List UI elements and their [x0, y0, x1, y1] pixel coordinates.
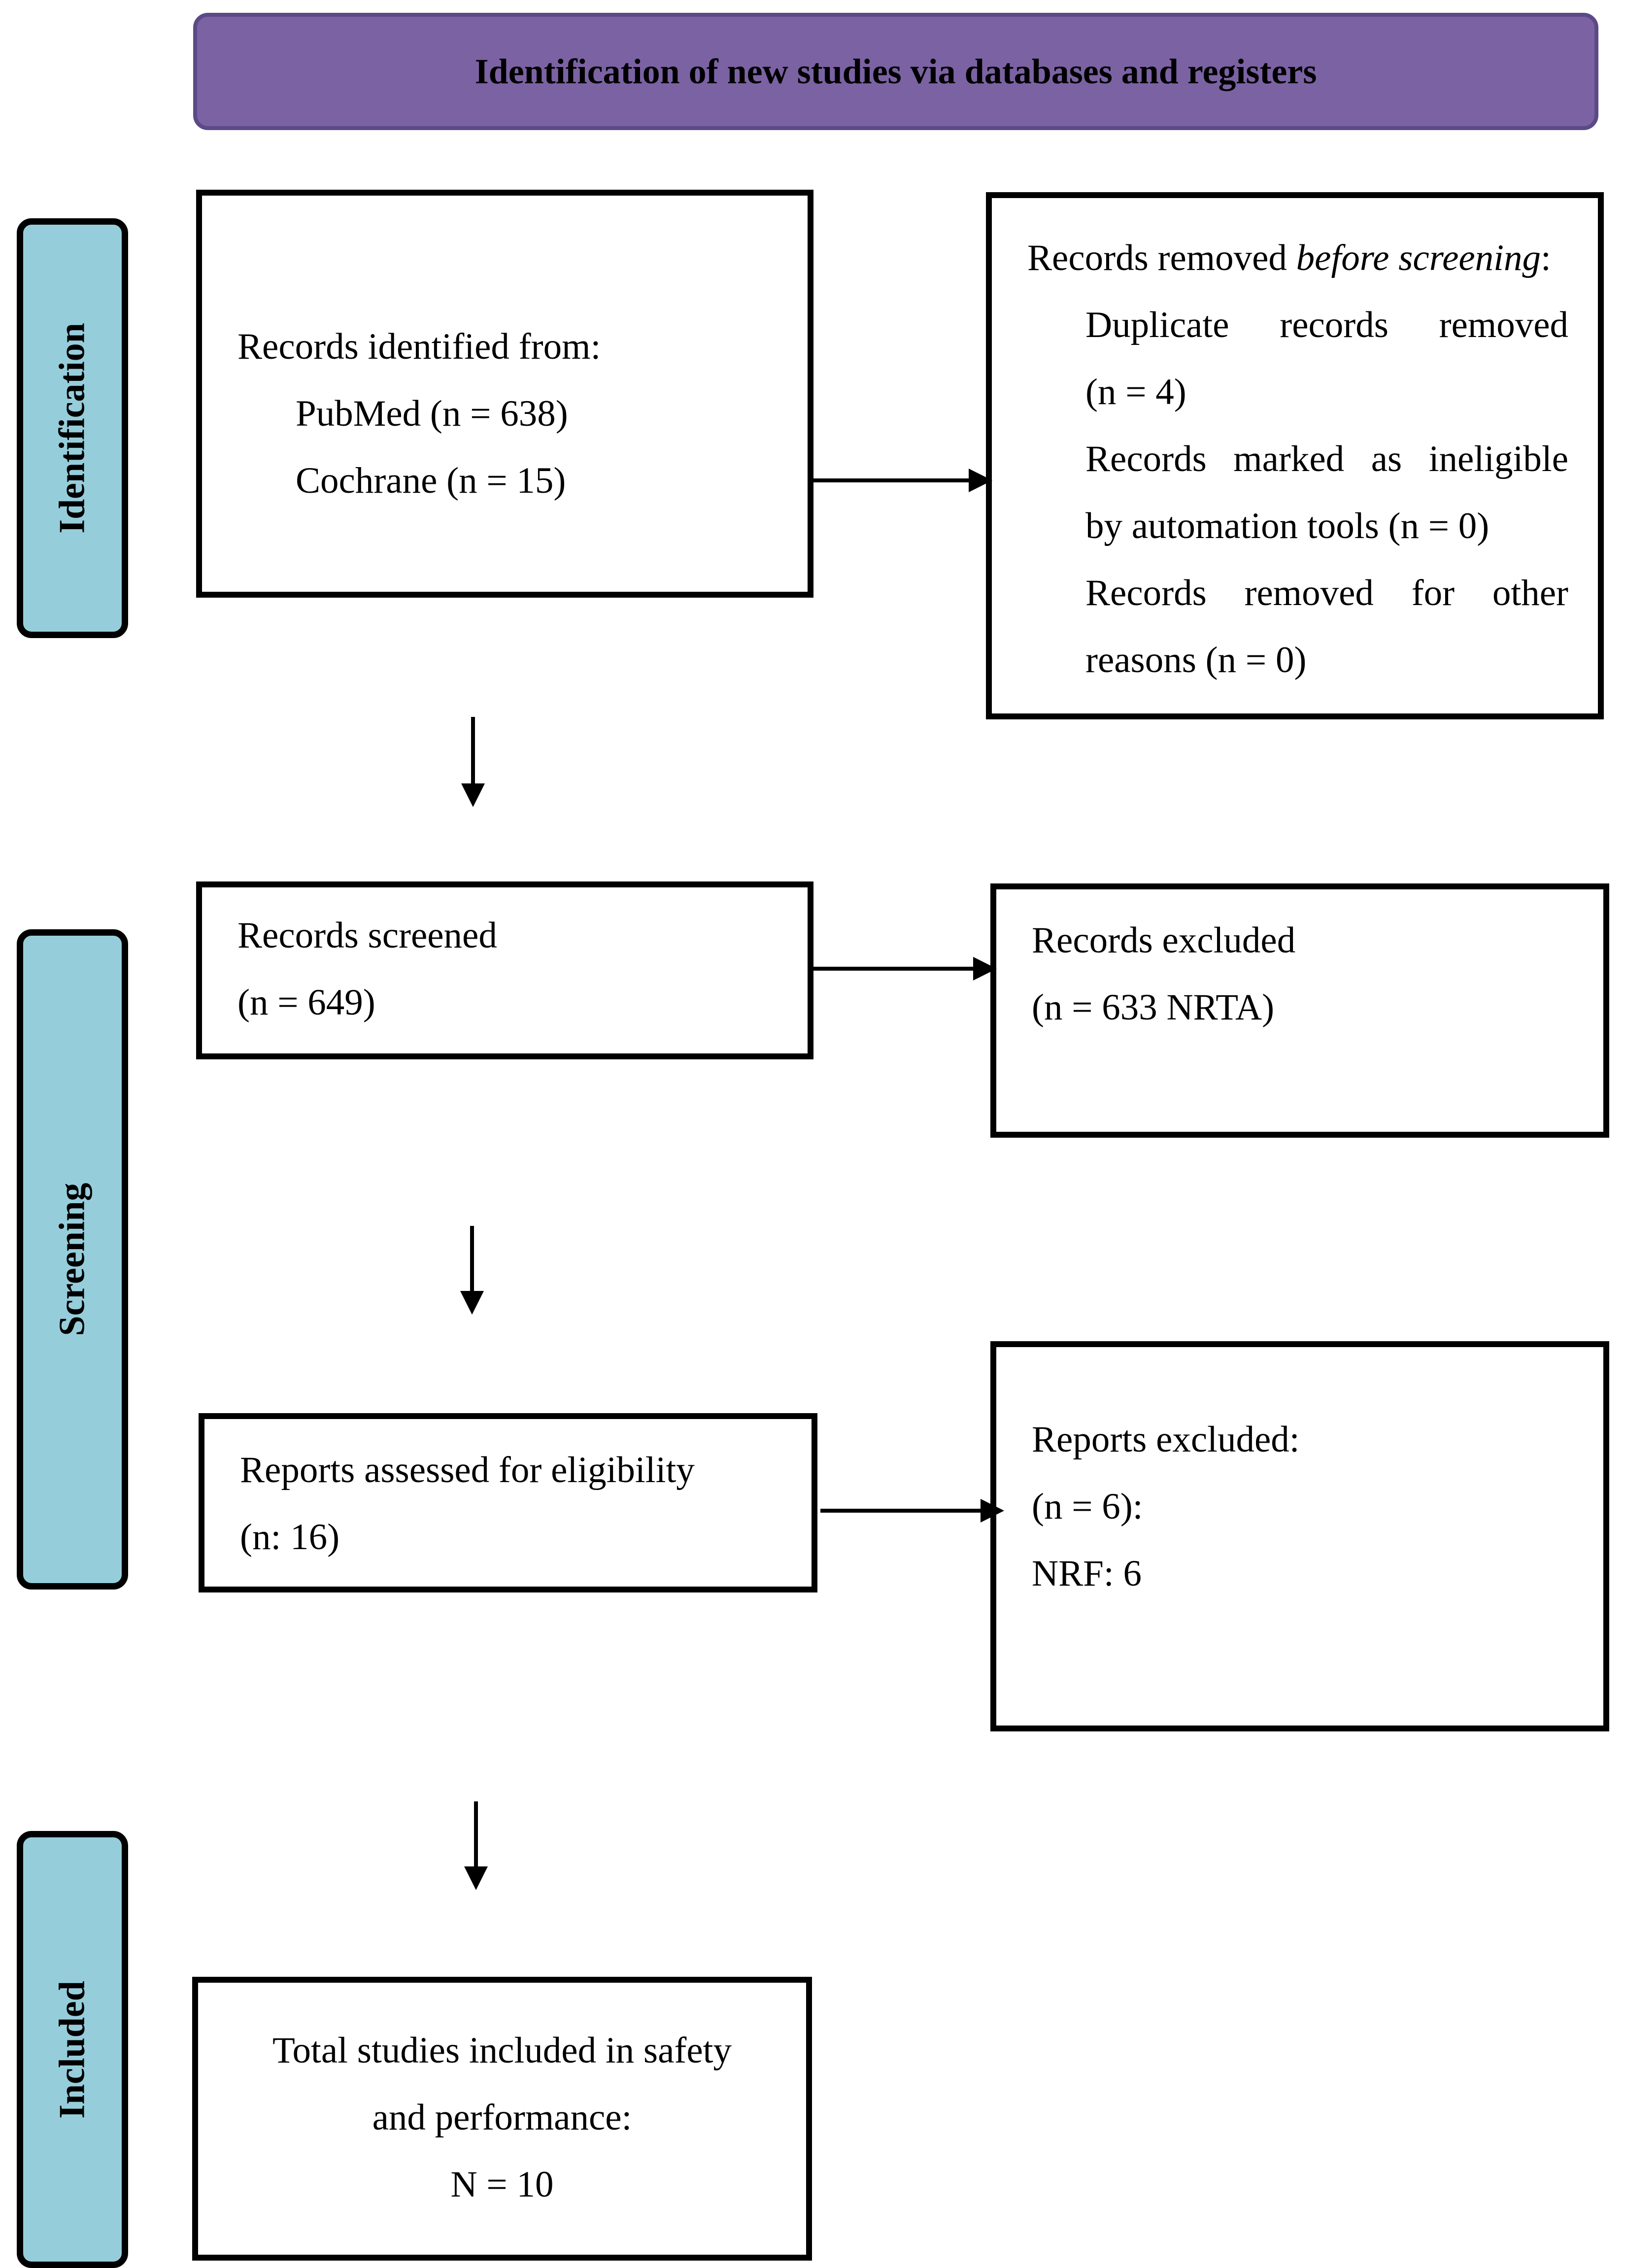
reports-assessed-label: Reports assessed for eligibility	[240, 1450, 695, 1490]
records-removed-heading: Records removed before screening:	[1027, 225, 1568, 292]
records-excluded-box: Records excluded (n = 633 NRTA)	[990, 883, 1609, 1138]
records-identified-heading: Records identified from:	[237, 326, 601, 367]
records-screened-count: (n = 649)	[237, 982, 375, 1023]
removed-heading-prefix: Records removed	[1027, 237, 1296, 278]
stage-screening: Screening	[17, 929, 128, 1590]
header-title: Identification of new studies via databa…	[474, 51, 1317, 91]
removed-heading-italic: before screening	[1296, 237, 1541, 278]
records-identified-box: Records identified from: PubMed (n = 638…	[196, 190, 813, 598]
included-line3: N = 10	[450, 2164, 554, 2205]
pubmed-count: PubMed (n = 638)	[296, 393, 568, 434]
duplicate-records-line2: (n = 4)	[1085, 372, 1186, 412]
included-studies-box: Total studies included in safety and per…	[192, 1977, 812, 2261]
ineligible-records-line2: by automation tools (n = 0)	[1085, 506, 1490, 546]
removed-heading-suffix: :	[1541, 237, 1551, 278]
included-line2: and performance:	[372, 2097, 632, 2138]
cochrane-count: Cochrane (n = 15)	[296, 460, 566, 501]
reports-excluded-reason: NRF: 6	[1032, 1553, 1142, 1594]
records-excluded-label: Records excluded	[1032, 920, 1296, 961]
ineligible-records-line1: Records marked as ineligible	[1085, 439, 1568, 479]
records-screened-label: Records screened	[237, 915, 497, 956]
removed-details: Duplicate records removed (n = 4) Record…	[1027, 292, 1568, 694]
reports-excluded-label: Reports excluded:	[1032, 1419, 1300, 1460]
other-reasons-line1: Records removed for other	[1085, 573, 1568, 613]
reports-excluded-box: Reports excluded: (n = 6): NRF: 6	[990, 1341, 1609, 1731]
records-screened-box: Records screened (n = 649)	[196, 881, 813, 1059]
stage-identification: Identification	[17, 218, 128, 638]
records-removed-box: Records removed before screening: Duplic…	[986, 192, 1604, 719]
duplicate-records-line1: Duplicate records removed	[1085, 305, 1568, 345]
reports-assessed-box: Reports assessed for eligibility (n: 16)	[199, 1413, 817, 1592]
reports-excluded-count: (n = 6):	[1032, 1486, 1143, 1527]
other-reasons-line2: reasons (n = 0)	[1085, 640, 1307, 680]
included-line1: Total studies included in safety	[272, 2030, 732, 2071]
header-banner: Identification of new studies via databa…	[193, 13, 1598, 130]
stage-included: Included	[17, 1831, 128, 2268]
reports-assessed-count: (n: 16)	[240, 1517, 340, 1557]
records-excluded-count: (n = 633 NRTA)	[1032, 987, 1275, 1028]
